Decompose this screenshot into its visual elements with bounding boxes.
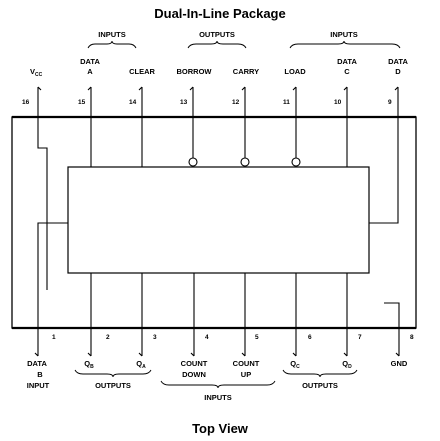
pin-7-lead <box>343 328 348 357</box>
bubble-pin-11 <box>291 157 301 167</box>
pin-number-5: 5 <box>255 334 259 341</box>
top-brace-outputs <box>187 40 247 49</box>
pin-1-label-line3: INPUT <box>27 381 50 390</box>
pin-12-label: CARRY <box>233 67 259 76</box>
pin-7-label: QD <box>342 359 352 370</box>
pin-4-label-line1: COUNT <box>181 359 208 368</box>
wire-pin-9 <box>369 117 399 224</box>
pin-2-lead <box>87 328 92 357</box>
pin-1-lead <box>34 328 39 357</box>
pin-number-3: 3 <box>153 334 157 341</box>
pin-number-10: 10 <box>334 99 342 106</box>
pin-13-lead <box>189 86 194 117</box>
top-brace-inputs-right <box>289 40 401 49</box>
pin-number-1: 1 <box>52 334 56 341</box>
pin-16-lead <box>37 86 42 117</box>
pin-3-lead <box>138 328 143 357</box>
pin-15-label-line2: A <box>87 67 93 76</box>
pin-9-label-line2: D <box>395 67 401 76</box>
internal-wiring <box>37 117 400 328</box>
wire-pin-16 <box>37 117 48 290</box>
wire-pin-8 <box>384 302 400 328</box>
bottom-group-label-outputs-left: OUTPUTS <box>95 381 131 390</box>
pin-5-label-line2: UP <box>241 370 251 379</box>
pin-11-label: LOAD <box>284 67 306 76</box>
bottom-pin-numbers: 1 2 3 4 5 6 7 8 <box>52 334 414 341</box>
bottom-brace-outputs-left <box>74 369 152 378</box>
pin-number-12: 12 <box>232 99 240 106</box>
wire-pin-1 <box>37 222 68 328</box>
pin-6-lead <box>292 328 297 357</box>
pin-number-15: 15 <box>78 99 86 106</box>
pin-2-label: QB <box>84 359 94 370</box>
pin-10-label-line2: C <box>344 67 350 76</box>
pin-9-label-line1: DATA <box>388 57 408 66</box>
pin-4-label-line2: DOWN <box>182 370 206 379</box>
bubble-pin-12 <box>240 157 250 167</box>
pin-number-16: 16 <box>22 99 30 106</box>
pin-number-11: 11 <box>283 99 290 106</box>
pin-3-label: QA <box>136 359 146 370</box>
pin-1-label-line1: DATA <box>27 359 47 368</box>
pin-15-label-line1: DATA <box>80 57 100 66</box>
bubble-pin-13 <box>188 157 198 167</box>
bottom-group-label-outputs-right: OUTPUTS <box>302 381 338 390</box>
pin-9-lead <box>394 86 399 117</box>
footer-top-view: Top View <box>192 421 249 436</box>
pin-number-4: 4 <box>205 334 209 341</box>
pin-number-9: 9 <box>388 99 392 106</box>
pin-number-14: 14 <box>129 99 137 106</box>
top-brace-inputs-left <box>87 40 137 49</box>
pin-8-label: GND <box>391 359 408 368</box>
pin-number-13: 13 <box>180 99 188 106</box>
pin-5-lead <box>241 328 246 357</box>
bottom-brace-outputs-right <box>282 369 358 378</box>
top-group-label-inputs-left: INPUTS <box>98 30 126 39</box>
pin-11-lead <box>292 86 297 117</box>
pin-15-lead <box>87 86 92 117</box>
pin-number-7: 7 <box>358 334 362 341</box>
inner-chip <box>67 166 370 274</box>
pin-number-2: 2 <box>106 334 110 341</box>
bottom-group-label-inputs: INPUTS <box>204 393 232 402</box>
pin-1-label-line2: B <box>37 370 43 379</box>
pin-16-label-vcc: VCC <box>30 67 43 78</box>
pin-14-label: CLEAR <box>129 67 155 76</box>
pin-12-lead <box>241 86 246 117</box>
pin-number-8: 8 <box>410 334 414 341</box>
pin-8-lead <box>395 328 400 357</box>
pin-10-lead <box>343 86 348 117</box>
pin-number-6: 6 <box>308 334 312 341</box>
inversion-bubbles <box>188 157 301 167</box>
top-group-label-outputs: OUTPUTS <box>199 30 235 39</box>
pin-4-lead <box>190 328 195 357</box>
pin-14-lead <box>138 86 143 117</box>
pin-6-label: QC <box>290 359 300 370</box>
bottom-brace-inputs <box>160 380 276 389</box>
bottom-pin-leads <box>34 328 400 357</box>
top-pin-numbers: 16 15 14 13 12 11 10 9 <box>22 99 392 106</box>
top-group-label-inputs-right: INPUTS <box>330 30 358 39</box>
pin-10-label-line1: DATA <box>337 57 357 66</box>
pin-5-label-line1: COUNT <box>233 359 260 368</box>
diagram-title: Dual-In-Line Package <box>154 6 285 21</box>
pin-13-label: BORROW <box>177 67 213 76</box>
top-pin-leads <box>37 86 399 117</box>
